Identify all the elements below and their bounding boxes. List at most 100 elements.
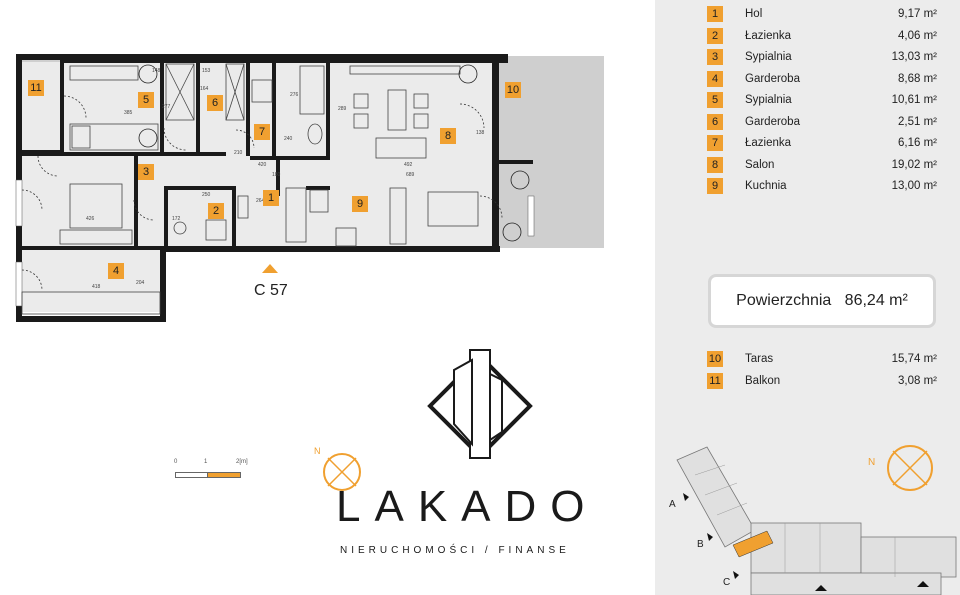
room-area: 2,51 m² <box>898 115 937 128</box>
svg-text:A: A <box>669 499 676 510</box>
room-row: 2 Łazienka 4,06 m² <box>707 27 937 48</box>
room-number-badge: 4 <box>707 70 723 87</box>
outdoor-row: 11 Balkon 3,08 m² <box>707 373 937 393</box>
room-row: 5 Sypialnia 10,61 m² <box>707 92 937 112</box>
plan-badge: 1 <box>263 190 279 206</box>
room-number-badge: 5 <box>707 92 723 108</box>
room-number-badge: 3 <box>707 49 723 65</box>
plan-badge: 7 <box>254 124 270 140</box>
inner-walls <box>22 60 330 250</box>
lakado-logo-icon <box>427 349 533 459</box>
key-plan: A B C N <box>669 445 957 595</box>
dimension-label: 172 <box>172 216 181 222</box>
door-swings <box>21 95 503 291</box>
dimension-label: 385 <box>124 110 133 116</box>
dimension-label: 264 <box>256 198 265 204</box>
room-row: 1 Hol 9,17 m² <box>707 6 937 26</box>
room-area: 19,02 m² <box>891 158 937 171</box>
dimension-label: 418 <box>92 284 101 290</box>
dimension-label: 277 <box>162 104 171 110</box>
room-number-badge: 6 <box>707 113 723 130</box>
total-area-box: Powierzchnia 86,24 m² <box>708 274 936 328</box>
dimension-label: 164 <box>200 86 209 92</box>
outdoor-number-badge: 11 <box>707 373 723 389</box>
plan-badge: 2 <box>208 203 224 219</box>
dimension-labels: 3852771641532762402894201804926892501722… <box>86 68 485 290</box>
dimension-label: 204 <box>136 280 145 286</box>
dimension-label: 426 <box>86 216 95 222</box>
room-number-badge: 2 <box>707 27 723 44</box>
room-area: 9,17 m² <box>898 8 937 20</box>
entrance-label: C 57 <box>254 282 288 299</box>
room-number-badge: 7 <box>707 135 723 151</box>
room-area: 13,00 m² <box>891 180 937 192</box>
compass-icon: N <box>314 446 361 491</box>
dimension-label: 689 <box>406 172 415 178</box>
plan-badge: 8 <box>440 128 456 144</box>
room-area: 6,16 m² <box>898 137 937 149</box>
furniture <box>21 63 479 315</box>
outdoor-number-badge: 10 <box>707 351 723 367</box>
plan-badge: 10 <box>505 82 521 98</box>
dimension-label: 492 <box>404 162 413 168</box>
plan-badge: 6 <box>207 95 223 111</box>
room-area: 8,68 m² <box>898 72 937 85</box>
room-name: Łazienka <box>745 29 792 42</box>
room-name: Kuchnia <box>745 180 787 192</box>
floor-plan: 3852771641532762402894201804926892501722… <box>15 54 604 322</box>
room-number-badge: 8 <box>707 156 723 173</box>
dimension-label: 240 <box>284 136 293 142</box>
plan-badge: 9 <box>352 196 368 212</box>
room-row: 4 Garderoba 8,68 m² <box>707 70 937 91</box>
room-number-badge: 1 <box>707 6 723 22</box>
keyplan-compass-icon: N <box>868 445 933 491</box>
svg-text:C: C <box>723 577 730 588</box>
dimension-label: 153 <box>202 68 211 74</box>
room-row: 6 Garderoba 2,51 m² <box>707 113 937 134</box>
apartment-highlight <box>732 530 774 558</box>
outdoor-row: 10 Taras 15,74 m² <box>707 351 937 371</box>
dimension-label: 138 <box>476 130 485 136</box>
room-row: 7 Łazienka 6,16 m² <box>707 135 937 155</box>
dimension-label: 210 <box>234 150 243 156</box>
room-row: 3 Sypialnia 13,03 m² <box>707 49 937 69</box>
outdoor-area: 3,08 m² <box>898 375 937 387</box>
outdoor-name: Balkon <box>745 375 781 387</box>
room-name: Łazienka <box>745 137 792 149</box>
room-area: 13,03 m² <box>891 51 937 63</box>
total-area-label: Powierzchnia <box>736 292 832 309</box>
dimension-label: 420 <box>258 162 267 168</box>
room-area: 4,06 m² <box>898 29 937 42</box>
outdoor-area: 15,74 m² <box>891 353 937 365</box>
plan-badge: 11 <box>28 80 44 96</box>
dimension-label: 180 <box>272 172 281 178</box>
entrance-arrow-icon <box>262 264 278 273</box>
room-name: Garderoba <box>745 72 800 85</box>
dimension-label: 289 <box>338 106 347 112</box>
plan-badge: 3 <box>138 164 154 180</box>
room-name: Sypialnia <box>745 94 792 106</box>
total-area-value: 86,24 m² <box>844 292 908 309</box>
svg-text:N: N <box>314 446 321 456</box>
room-name: Salon <box>745 158 775 171</box>
plan-badge: 4 <box>108 263 124 279</box>
room-name: Sypialnia <box>745 51 792 63</box>
room-area: 10,61 m² <box>891 94 937 106</box>
outdoor-name: Taras <box>745 353 774 365</box>
dimension-label: 250 <box>202 192 211 198</box>
room-name: Garderoba <box>745 115 800 128</box>
dimension-label: 276 <box>290 92 299 98</box>
room-row: 8 Salon 19,02 m² <box>707 156 937 177</box>
room-row: 9 Kuchnia 13,00 m² <box>707 178 937 198</box>
svg-text:N: N <box>868 457 875 468</box>
logo-wordmark: LAKADO <box>336 482 599 531</box>
room-number-badge: 9 <box>707 178 723 194</box>
logo-tagline: NIERUCHOMOŚCI / FINANSE <box>340 545 570 556</box>
dimension-label: 148 <box>152 68 161 74</box>
plant-icons <box>138 64 530 242</box>
room-name: Hol <box>745 8 763 20</box>
plan-badge: 5 <box>138 92 154 108</box>
svg-text:B: B <box>697 539 704 550</box>
